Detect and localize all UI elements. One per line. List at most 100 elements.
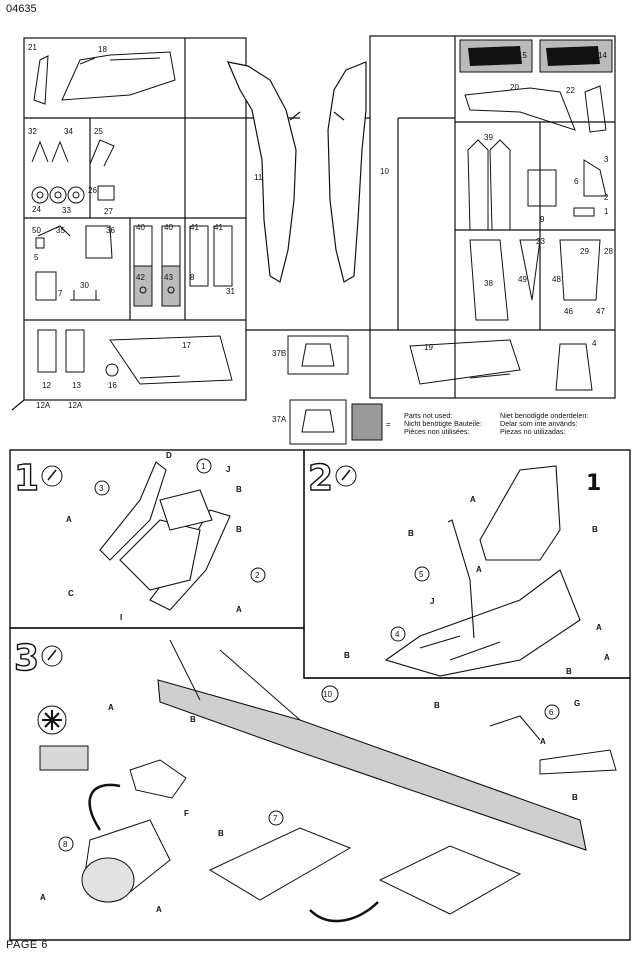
part-num: 33 xyxy=(62,206,71,215)
part-num: 13 xyxy=(72,381,81,390)
part-num: 12 xyxy=(42,381,51,390)
part-num: 3 xyxy=(604,155,609,164)
part-num: 21 xyxy=(28,43,37,52)
step-1: 1 1 2 3 D J B A C I B A xyxy=(13,451,266,622)
tag: J xyxy=(430,597,434,606)
part-num: 27 xyxy=(104,207,113,216)
tag: A xyxy=(540,737,546,746)
part-num: 41 xyxy=(214,223,223,232)
legend-line: Parts not used: xyxy=(404,411,452,420)
tag: J xyxy=(226,465,230,474)
part-num: 31 xyxy=(226,287,235,296)
legend-line: Delar som inte används: xyxy=(500,419,578,428)
part-num: 12A xyxy=(68,401,83,410)
callout: 4 xyxy=(395,630,400,639)
tag: G xyxy=(574,699,580,708)
sprue-frame xyxy=(11,35,616,411)
tag: A xyxy=(236,605,242,614)
part-num: 32 xyxy=(28,127,37,136)
part-num: 17 xyxy=(182,341,191,350)
big-part-number: 1 xyxy=(586,471,601,496)
legend-equals: = xyxy=(386,420,391,429)
tag: B xyxy=(236,525,242,534)
part-num: 39 xyxy=(484,133,493,142)
part-num: 49 xyxy=(518,275,527,284)
part-num: 16 xyxy=(108,381,117,390)
part-num: 2 xyxy=(604,193,609,202)
part-num: 7 xyxy=(58,289,63,298)
part-num: 22 xyxy=(566,86,575,95)
part-num: 35 xyxy=(56,226,65,235)
small-parts xyxy=(31,139,607,391)
legend-line: Niet benodigde onderdelen: xyxy=(500,411,588,420)
part-num: 42 xyxy=(136,273,145,282)
part-15-14 xyxy=(459,39,613,73)
part-num: 26 xyxy=(88,186,97,195)
part-num: 41 xyxy=(190,223,199,232)
part-num: 25 xyxy=(94,127,103,136)
callout: 10 xyxy=(323,690,332,699)
part-num: 28 xyxy=(604,247,613,256)
legend-line: Pièces non utilisées: xyxy=(404,427,470,436)
tag: A xyxy=(156,905,162,914)
part-num: 37A xyxy=(272,415,287,424)
part-num: 40 xyxy=(164,223,173,232)
tag: D xyxy=(166,451,172,460)
part-num: 15 xyxy=(518,51,527,60)
part-20-22 xyxy=(464,85,607,133)
part-num: 37B xyxy=(272,349,286,358)
step-number: 3 xyxy=(14,638,39,679)
part-num: 6 xyxy=(574,177,579,186)
catalog-code: 04635 xyxy=(6,3,37,15)
tag: I xyxy=(120,613,122,622)
step-number: 2 xyxy=(308,458,333,499)
part-num: 34 xyxy=(64,127,73,136)
part-num: 19 xyxy=(424,343,433,352)
callout: 5 xyxy=(419,570,424,579)
part-num: 18 xyxy=(98,45,107,54)
part-num: 1 xyxy=(604,207,609,216)
part-num: 48 xyxy=(552,275,561,284)
tag: A xyxy=(108,703,114,712)
tag: F xyxy=(184,809,189,818)
tag: B xyxy=(218,829,224,838)
part-num: 23 xyxy=(536,237,545,246)
callout: 3 xyxy=(99,484,104,493)
tag: B xyxy=(236,485,242,494)
tag: B xyxy=(572,793,578,802)
part-num: 20 xyxy=(510,83,519,92)
part-37-canopy xyxy=(287,335,383,445)
callout: 8 xyxy=(63,840,68,849)
tag: A xyxy=(40,893,46,902)
fuselage-halves xyxy=(226,61,367,283)
legend-line: Nicht benötigte Bauteile: xyxy=(404,419,482,428)
tag: B xyxy=(592,525,598,534)
part-num: 38 xyxy=(484,279,493,288)
tag: C xyxy=(68,589,74,598)
part-num: 46 xyxy=(564,307,573,316)
part-num: 12A xyxy=(36,401,51,410)
part-num: 47 xyxy=(596,307,605,316)
part-num: 43 xyxy=(164,273,173,282)
step-panels xyxy=(9,449,631,941)
sprue-numbers: 21 18 15 14 20 22 32 34 25 11 10 39 3 6 … xyxy=(28,43,613,424)
tag: B xyxy=(566,667,572,676)
parts-not-used-legend: = Parts not used: Nicht benötigte Bautei… xyxy=(386,411,588,436)
part-num: 29 xyxy=(580,247,589,256)
part-num: 30 xyxy=(80,281,89,290)
tag: A xyxy=(66,515,72,524)
part-num: 40 xyxy=(136,223,145,232)
tag: A xyxy=(470,495,476,504)
part-num: 14 xyxy=(598,51,607,60)
part-num: 36 xyxy=(106,226,115,235)
step-number: 1 xyxy=(14,458,39,499)
part-num: 8 xyxy=(190,273,195,282)
tag: A xyxy=(604,653,610,662)
tag: B xyxy=(408,529,414,538)
step-2: 2 1 4 5 A B B A J A B B A xyxy=(307,457,610,677)
part-num: 24 xyxy=(32,205,41,214)
part-num: 9 xyxy=(540,215,545,224)
part-num: 5 xyxy=(34,253,39,262)
legend-line: Piezas no utilizadas: xyxy=(500,427,566,436)
